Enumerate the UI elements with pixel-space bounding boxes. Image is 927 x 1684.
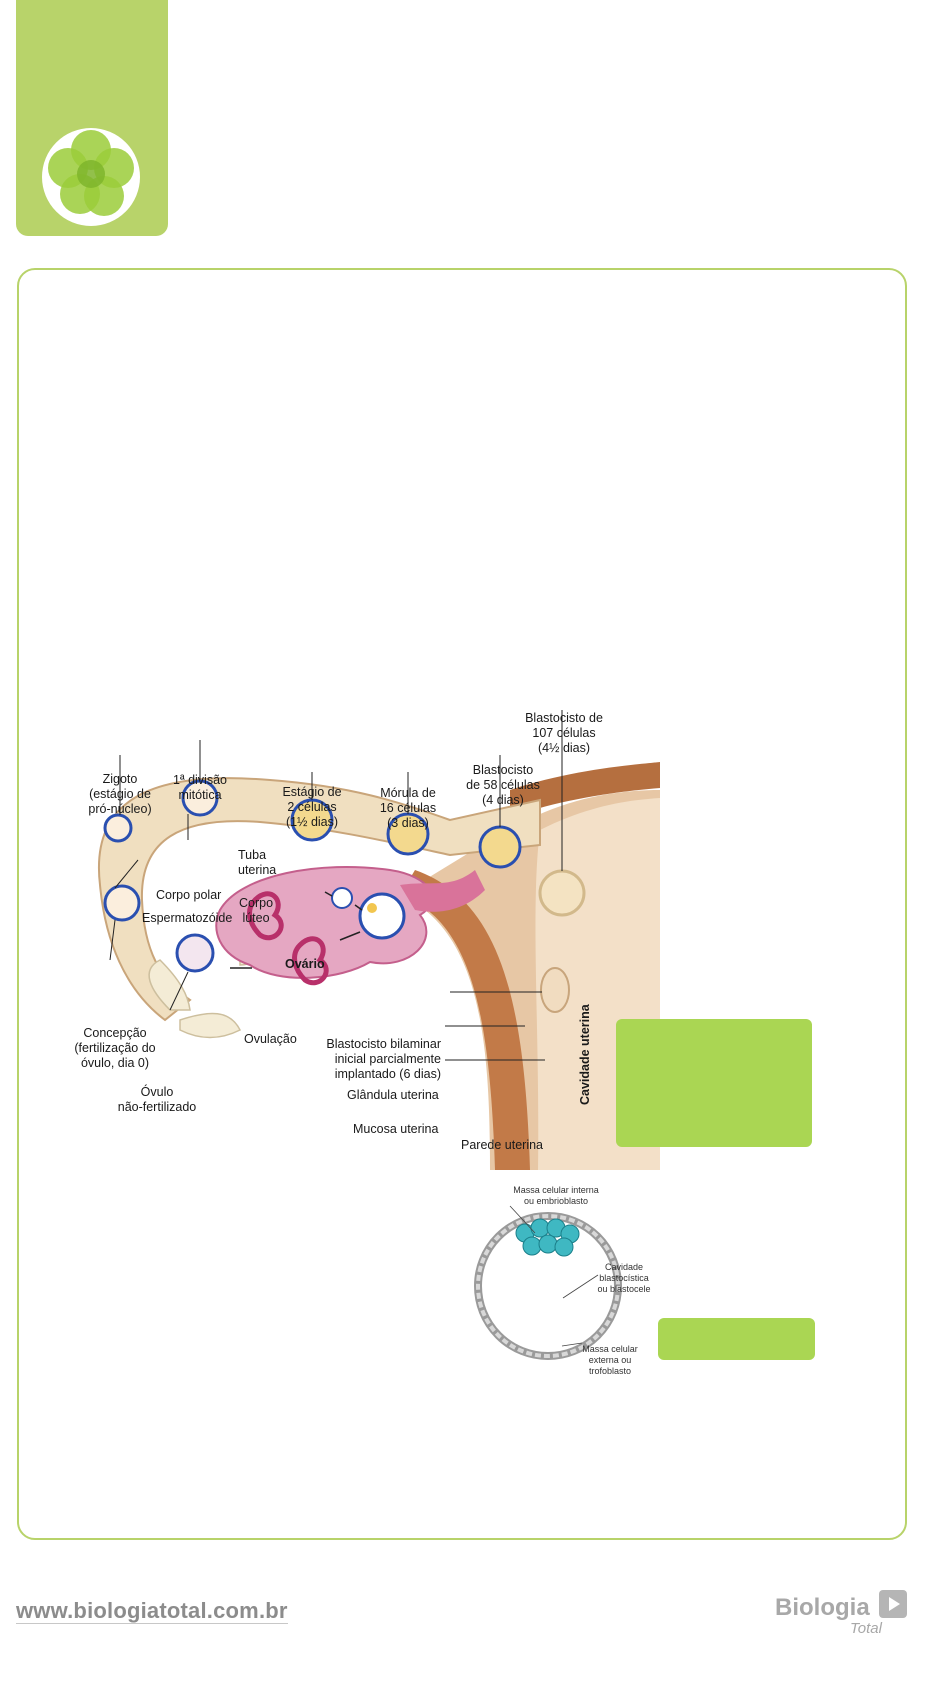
label-glandula-uterina: Glândula uterina <box>347 1088 439 1102</box>
logo-text: Biologia <box>775 1594 870 1621</box>
label-ovario: Ovário <box>285 957 325 971</box>
label-mucosa-uterina: Mucosa uterina <box>353 1122 439 1136</box>
label-ovulacao: Ovulação <box>244 1032 297 1046</box>
label-espermatozoide: Espermatozóide <box>142 911 233 925</box>
callout-box-small <box>658 1318 815 1360</box>
play-icon <box>879 1590 907 1618</box>
label-parede-uterina: Parede uterina <box>461 1138 544 1152</box>
label-cavidade-uterina: Cavidade uterina <box>578 1004 592 1105</box>
callout-box <box>616 1019 812 1147</box>
footer-url[interactable]: www.biologiatotal.com.br <box>16 1598 288 1624</box>
morula-icon <box>42 128 140 226</box>
label-corpo-polar: Corpo polar <box>156 888 222 902</box>
logo-sub: Total <box>850 1620 882 1637</box>
content-frame <box>17 268 907 1540</box>
blastocyst-diagram <box>470 1178 655 1378</box>
